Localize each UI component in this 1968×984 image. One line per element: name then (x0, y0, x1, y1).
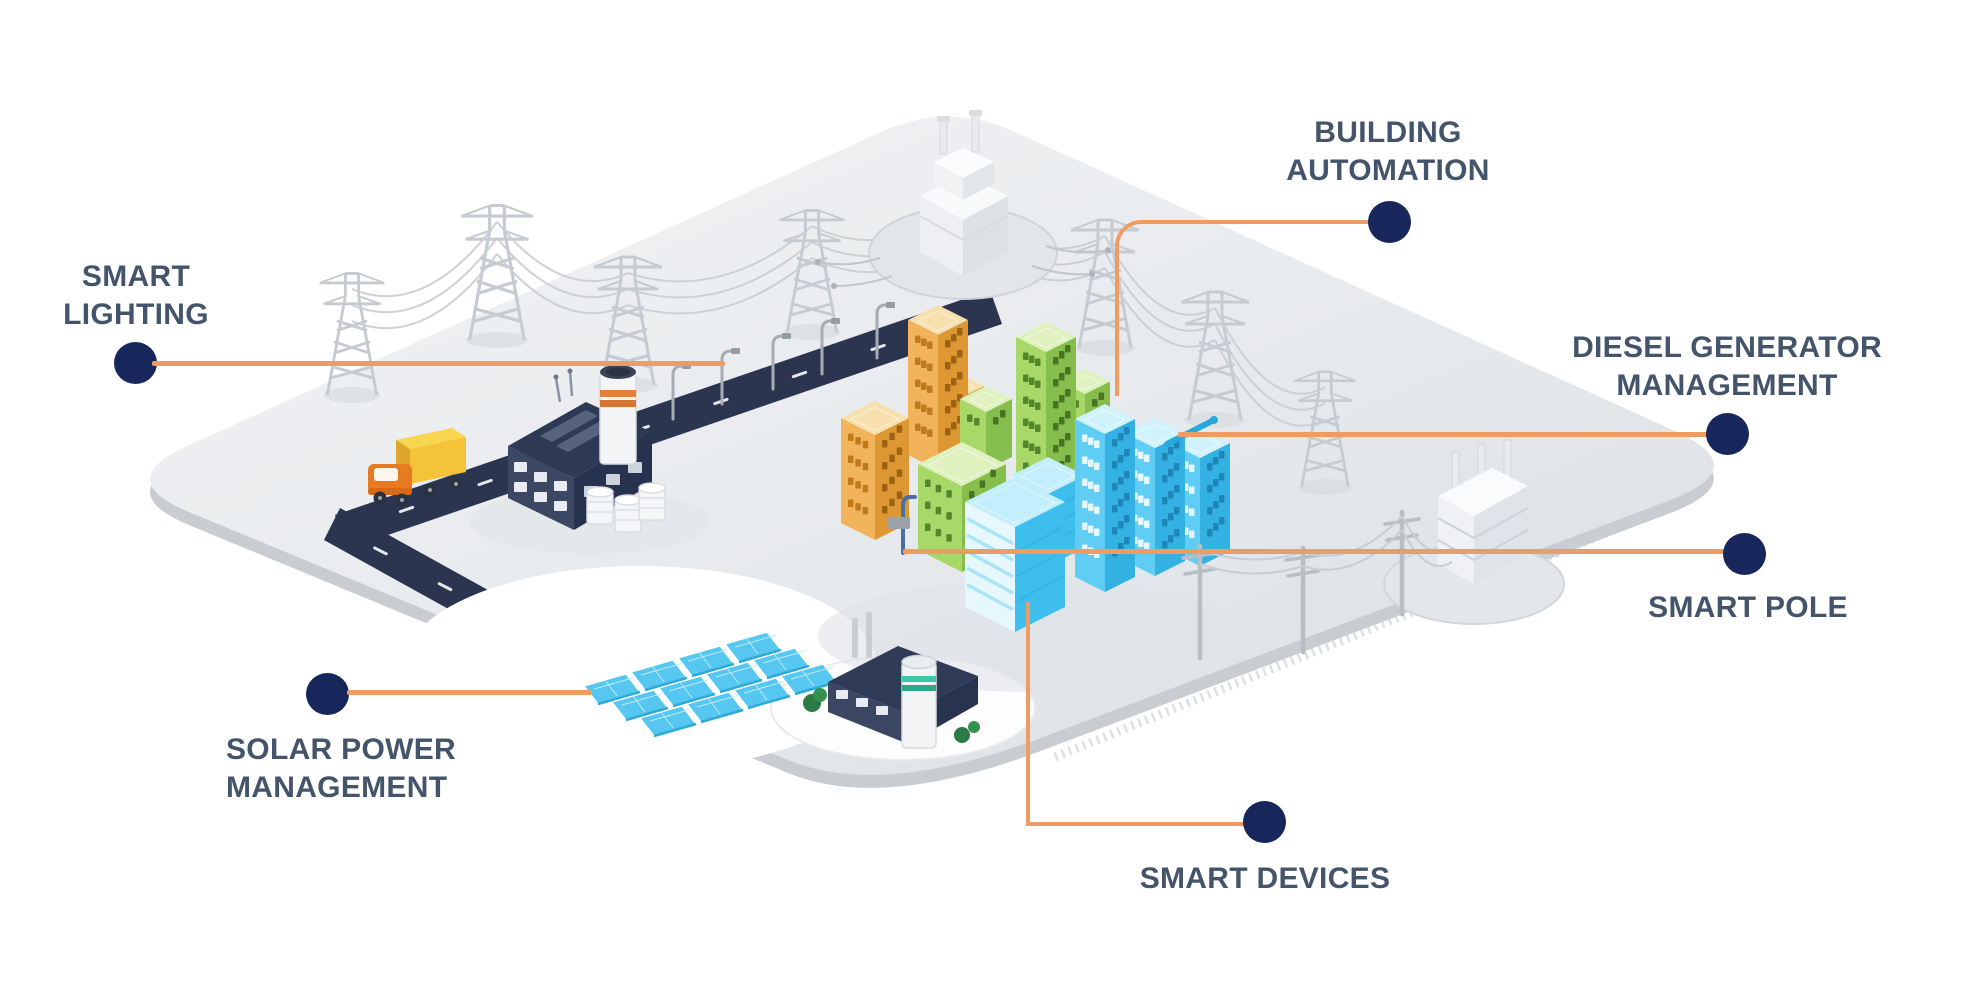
label-line: SOLAR POWER (226, 733, 456, 766)
label-line: AUTOMATION (1286, 154, 1490, 187)
label-line: SMART (81, 260, 191, 293)
label-line: MANAGEMENT (226, 771, 448, 804)
label-line: LIGHTING (63, 298, 209, 331)
label-line: BUILDING (1314, 116, 1462, 149)
truck (368, 428, 466, 507)
connector-line (903, 549, 1725, 554)
solar-panel-array (582, 631, 839, 738)
smart-devices-label: SMART DEVICES (1115, 860, 1415, 898)
building-automation-label: BUILDING AUTOMATION (1248, 114, 1528, 190)
diesel-generator-label: DIESEL GENERATOR MANAGEMENT (1567, 329, 1887, 405)
callout-bullet (306, 673, 349, 715)
callout-bullet (1243, 801, 1286, 843)
connector-line (1115, 220, 1372, 396)
factory-upper (470, 365, 710, 554)
smart-lighting-label: SMART LIGHTING (16, 258, 256, 334)
transformer-station-top (815, 110, 1111, 300)
label-line: MANAGEMENT (1616, 369, 1838, 402)
smart-pole-device (888, 495, 917, 555)
connector-line (347, 690, 592, 695)
street-lights (671, 302, 895, 421)
label-line: DIESEL GENERATOR (1572, 331, 1882, 364)
connector-line (1178, 432, 1708, 437)
connector-line (152, 361, 725, 366)
callout-bullet (114, 342, 157, 384)
connector-line (1026, 602, 1248, 826)
callout-bullet (1723, 533, 1766, 575)
callout-bullet (1706, 413, 1749, 455)
label-line: SMART POLE (1648, 591, 1848, 624)
solar-power-label: SOLAR POWER MANAGEMENT (226, 731, 546, 807)
callout-bullet (1368, 201, 1411, 243)
factory-bottom (803, 612, 980, 749)
distribution-poles (1181, 509, 1453, 661)
label-line: SMART DEVICES (1139, 862, 1391, 895)
smart-pole-label: SMART POLE (1628, 589, 1868, 627)
